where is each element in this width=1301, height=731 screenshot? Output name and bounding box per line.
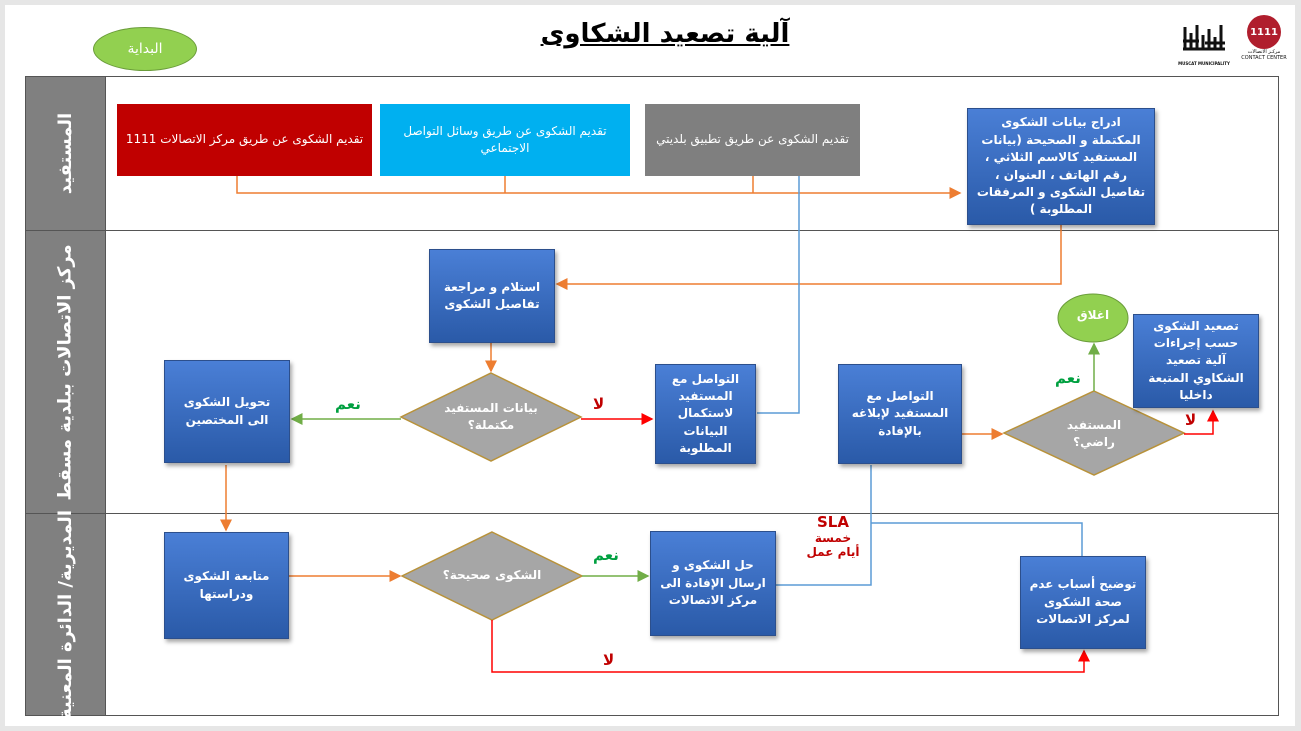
start-ellipse: البداية bbox=[93, 27, 197, 71]
slide: آلية تصعيد الشكاوى البداية MUSCAT MUNICI… bbox=[5, 5, 1295, 726]
diamond-satisfied bbox=[1002, 390, 1186, 476]
label-no-data-complete: لا bbox=[593, 395, 605, 413]
flow-connectors bbox=[220, 176, 1219, 673]
label-no-satisfied: لا bbox=[1185, 411, 1197, 429]
submit-social-media-box: تقديم الشكوى عن طريق وسائل التواصل الاجت… bbox=[380, 104, 630, 176]
submit-contact-center-box: تقديم الشكوى عن طريق مركز الاتصالات 1111 bbox=[117, 104, 372, 176]
lane-border-1 bbox=[25, 230, 1279, 231]
lane-label-beneficiary: المستفيد bbox=[26, 77, 105, 230]
lane-label-directorate: المديرية/ الدائرة المعنية bbox=[26, 510, 105, 719]
label-yes-data-complete: نعم bbox=[335, 395, 361, 413]
muscat-logo-icon bbox=[1183, 25, 1225, 51]
receive-review-box: استلام و مراجعة تفاصيل الشكوى bbox=[429, 249, 555, 343]
label-yes-satisfied: نعم bbox=[1055, 369, 1081, 387]
sla-line-1: SLA bbox=[817, 513, 849, 531]
sla-line-2: خمسة bbox=[814, 531, 852, 545]
muscat-municipality-logo: MUSCAT MUNICIPALITY bbox=[1175, 19, 1233, 71]
diamond-data-complete bbox=[399, 372, 583, 462]
connector-resolve-to-inform bbox=[776, 465, 872, 586]
contact-caption-en: CONTACT CENTER bbox=[1241, 55, 1287, 61]
data-complete-text: بيانات المستفيد مكتملة؟ bbox=[444, 400, 538, 432]
escalate-box: تصعيد الشكوى حسب إجراءات آلية تصعيد الشك… bbox=[1133, 314, 1259, 408]
satisfied-text: المستفيد راضي؟ bbox=[1066, 417, 1122, 449]
contact-inform-box: التواصل مع المستفيد لإبلاغه بالإفادة bbox=[838, 364, 962, 464]
connector-app-to-contact bbox=[757, 176, 800, 414]
lane-border-2 bbox=[25, 513, 1279, 514]
submit-app-box: تقديم الشكوى عن طريق تطبيق بلديتي bbox=[645, 104, 860, 176]
connector-entry-to-review bbox=[555, 225, 1062, 290]
lane-label-contact-center: مركز الاتصالات ببلدية مسقط bbox=[26, 231, 105, 513]
explain-box: توضيح أسباب عدم صحة الشكوى لمركز الاتصال… bbox=[1020, 556, 1146, 649]
lane-border-left bbox=[25, 76, 26, 716]
lane-border-bottom bbox=[25, 715, 1279, 716]
page-title: آلية تصعيد الشكاوى bbox=[540, 19, 790, 49]
enter-data-box: ادراج بيانات الشكوى المكتملة و الصحيحة (… bbox=[967, 108, 1155, 225]
lane-border-right bbox=[1278, 76, 1279, 716]
sla-annotation: SLA خمسة أيام عمل bbox=[805, 513, 861, 559]
lane-border-header bbox=[105, 76, 106, 716]
contact-circle-icon: 1111 bbox=[1247, 15, 1281, 49]
contact-caption-ar: مركـز الاتصالات bbox=[1247, 49, 1281, 55]
contact-number: 1111 bbox=[1250, 26, 1278, 38]
contact-center-logo: 1111 مركـز الاتصالات CONTACT CENTER bbox=[1237, 15, 1291, 75]
follow-up-box: متابعة الشكوى ودراستها bbox=[164, 532, 289, 639]
lane-border-top bbox=[25, 76, 1279, 77]
close-label: اغلاق bbox=[1076, 308, 1110, 322]
muscat-caption: MUSCAT MUNICIPALITY bbox=[1178, 61, 1230, 66]
close-ellipse bbox=[1057, 293, 1129, 343]
connector-no-to-explain bbox=[491, 620, 1090, 673]
start-label: البداية bbox=[127, 41, 163, 57]
label-no-correct: لا bbox=[603, 651, 615, 669]
transfer-box: تحويل الشكوى الى المختصين bbox=[164, 360, 290, 463]
contact-complete-box: التواصل مع المستفيد لاستكمال البيانات ال… bbox=[655, 364, 756, 464]
connector-no-to-escalate bbox=[1184, 409, 1219, 435]
resolve-box: حل الشكوى و ارسال الإفادة الى مركز الاتص… bbox=[650, 531, 776, 636]
label-yes-correct: نعم bbox=[593, 546, 619, 564]
correct-text: الشكوى صحيحة؟ bbox=[442, 568, 542, 583]
connector-explain-to-inform bbox=[871, 522, 1083, 556]
connector-channels-to-entry bbox=[236, 176, 962, 199]
sla-line-3: أيام عمل bbox=[806, 545, 860, 559]
